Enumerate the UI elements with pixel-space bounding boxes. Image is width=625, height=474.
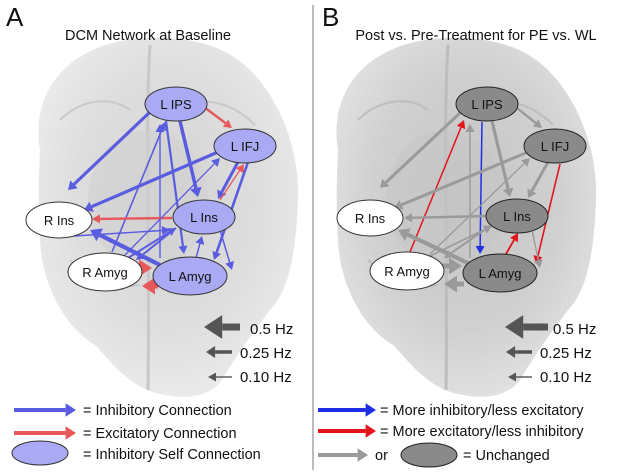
node-l-ins-a-label: L Ins: [190, 210, 218, 225]
scale-b-arrow-05: [505, 315, 548, 339]
node-l-ips-b-label: L IPS: [471, 97, 503, 112]
conn-b-lins-lamyg: [531, 229, 543, 268]
conn-a-lins-rins: [92, 214, 173, 224]
legend-inhibitory-label: = Inhibitory Connection: [83, 403, 232, 419]
node-r-amyg-b-label: R Amyg: [384, 264, 430, 279]
scale-a-label-010: 0.10 Hz: [240, 369, 292, 386]
legend-excitatory-label: = Excitatory Connection: [83, 426, 237, 442]
legend-or-label: or: [375, 448, 388, 464]
conn-b-lips-lins: [490, 120, 514, 197]
panel-a-nodes: L IPS L IFJ L Ins R Ins R Amyg L Amyg: [25, 86, 277, 296]
panel-a: A DCM Network at Baseline L IPS L IFJ L …: [6, 2, 299, 397]
node-r-ins-b: [336, 199, 404, 237]
scale-a-label-025: 0.25 Hz: [240, 345, 292, 362]
scale-b-label-025: 0.25 Hz: [540, 345, 592, 362]
node-l-ips-a: [144, 86, 208, 122]
legend-more-excitatory-label: = More excitatory/less inhibitory: [380, 424, 584, 440]
legend-b: = More inhibitory/less excitatory = More…: [318, 403, 584, 468]
node-r-amyg-a: [67, 252, 143, 292]
legend-a-arrows: [14, 403, 76, 440]
node-l-ins-a: [172, 199, 236, 235]
scale-a-arrow-025: [206, 346, 232, 358]
conn-b-ramyg-lifj: [429, 158, 530, 255]
scale-a-label-05: 0.5 Hz: [250, 321, 293, 338]
legend-inhibitory-arrow: [14, 403, 76, 417]
conn-b-lifj-lins: [527, 161, 550, 198]
conn-b-lins-rins: [404, 213, 487, 223]
scale-b-arrow-025: [506, 346, 532, 358]
legend-unchanged-label: = Unchanged: [463, 448, 550, 464]
legend-excitatory-arrow: [14, 426, 76, 440]
node-l-ips-a-label: L IPS: [160, 97, 192, 112]
panel-a-scale: 0.5 Hz 0.25 Hz 0.10 Hz: [204, 315, 293, 386]
conn-a-lifj-rins: [84, 150, 219, 212]
conn-a-lamyg-ramyg: [142, 277, 158, 295]
node-l-ifj-b: [523, 128, 587, 164]
conn-b-lamyg-lins: [505, 233, 518, 255]
panel-a-letter: A: [6, 2, 24, 32]
legend-self-label: = Inhibitory Self Connection: [83, 447, 261, 463]
panel-b-scale-arrows: [505, 315, 548, 382]
legend-b-arrows: [318, 403, 376, 462]
conn-b-lips-rins: [380, 110, 463, 188]
conn-a-lifj-lins: [217, 161, 240, 199]
node-l-amyg-a: [152, 256, 228, 296]
node-l-amyg-b: [462, 253, 538, 293]
scale-b-label-010: 0.10 Hz: [540, 369, 592, 386]
conn-a-lamyg-lins: [195, 236, 205, 259]
node-r-ins-a: [25, 201, 93, 239]
conn-b-lamyg-rins: [398, 228, 471, 266]
panel-b-scale: 0.5 Hz 0.25 Hz 0.10 Hz: [505, 315, 596, 386]
panel-a-title: DCM Network at Baseline: [65, 28, 231, 44]
conn-a-lins-lifj: [219, 164, 244, 201]
panel-b-nodes: L IPS L IFJ L Ins R Ins R Amyg L Amyg: [336, 86, 587, 293]
legend-unchanged-arrow: [318, 448, 368, 462]
panel-b-connections: [380, 103, 561, 293]
legend-unchanged-node-swatch: [400, 442, 458, 468]
node-l-ins-b: [485, 198, 549, 234]
node-l-ins-b-label: L Ins: [503, 209, 531, 224]
conn-a-lips-lins: [178, 120, 202, 197]
legend-a: = Inhibitory Connection = Excitatory Con…: [11, 403, 261, 466]
conn-b-lips-lamyg: [475, 121, 485, 254]
node-r-ins-a-label: R Ins: [44, 213, 75, 228]
scale-b-arrow-010: [508, 372, 532, 382]
conn-a-ramyg-lifj: [123, 158, 220, 257]
node-l-ifj-b-label: L IFJ: [541, 139, 569, 154]
node-l-amyg-b-label: L Amyg: [479, 266, 522, 281]
legend-more-inhibitory-label: = More inhibitory/less excitatory: [380, 403, 584, 419]
scale-a-arrow-05: [204, 315, 240, 339]
panel-a-scale-arrows: [204, 315, 240, 382]
scale-b-label-05: 0.5 Hz: [553, 321, 596, 338]
node-r-amyg-b: [369, 251, 445, 291]
scale-a-arrow-010: [208, 372, 232, 382]
node-l-amyg-a-label: L Amyg: [169, 269, 212, 284]
legend-more-inhibitory-arrow: [318, 403, 376, 417]
node-l-ips-b: [455, 86, 519, 122]
node-r-amyg-a-label: R Amyg: [82, 265, 128, 280]
conn-a-lips-rins: [68, 110, 152, 190]
panel-b: B Post vs. Pre-Treatment for PE vs. WL L…: [322, 2, 597, 397]
node-l-ifj-a-label: L IFJ: [231, 139, 259, 154]
conn-b-lamyg-ramyg: [444, 275, 464, 293]
panel-b-letter: B: [322, 2, 339, 32]
conn-a-lins-lamyg: [219, 229, 235, 270]
conn-a-ramyg-lips: [111, 122, 167, 253]
legend-more-excitatory-arrow: [318, 424, 376, 438]
node-l-ifj-a: [213, 128, 277, 164]
node-r-ins-b-label: R Ins: [355, 211, 386, 226]
panel-b-title: Post vs. Pre-Treatment for PE vs. WL: [355, 28, 596, 44]
conn-b-lamyg-lips: [465, 124, 475, 258]
legend-self-connection-swatch: [11, 440, 69, 466]
